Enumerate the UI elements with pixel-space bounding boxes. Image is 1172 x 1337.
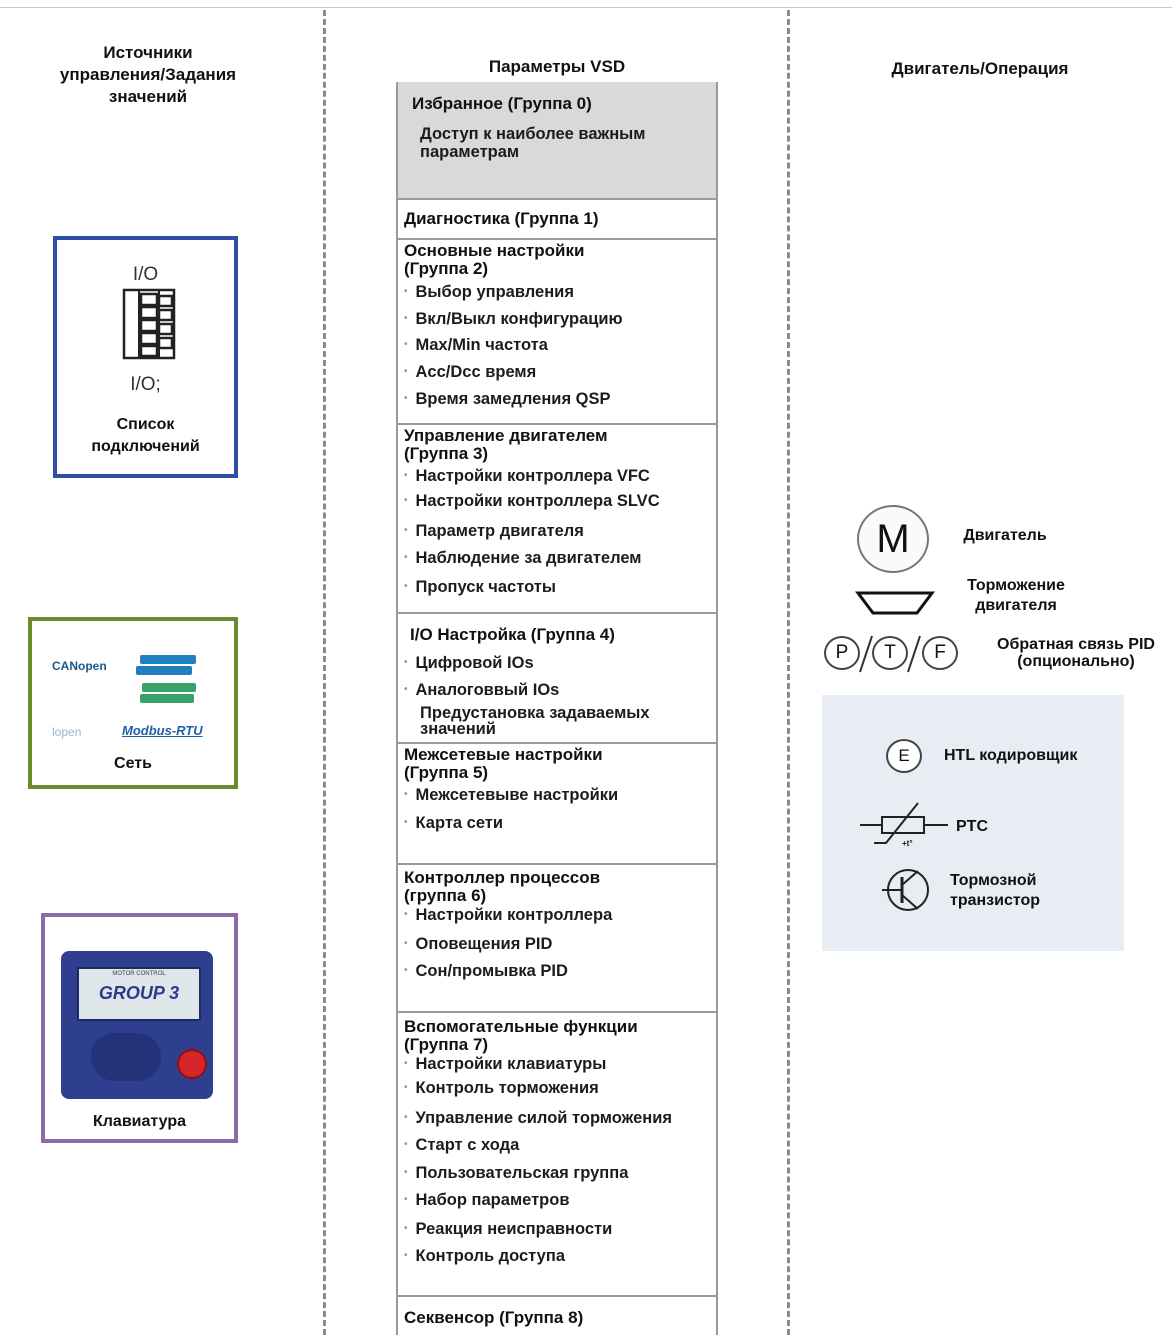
keypad-screen: MOTOR CONTROL GROUP 3	[77, 967, 201, 1021]
group-title: Секвенсор (Группа 8)	[404, 1308, 584, 1327]
group-item: •Оповещения PID	[404, 935, 553, 953]
keypad-device: MOTOR CONTROL GROUP 3	[61, 951, 213, 1099]
group-item: •Межсетевыве настройки	[404, 786, 619, 804]
io-source-box: I/O I/O; Список подключений	[53, 236, 238, 478]
keypad-screen-text: GROUP 3	[98, 983, 180, 1003]
group-item: •Реакция неисправности	[404, 1220, 613, 1238]
slash-separator-icon	[859, 635, 873, 673]
group-item: •Настройки контроллера SLVC	[404, 492, 660, 510]
group-7-auxiliary-functions: Вспомогательные функции (Группа 7) •Наст…	[398, 1013, 716, 1297]
motor-icon: M	[857, 505, 929, 573]
top-rule	[0, 7, 1172, 8]
group-5-network-settings: Межсетевые настройки (Группа 5) •Межсете…	[398, 744, 716, 865]
group-item: •Max/Min частота	[404, 336, 548, 354]
terminal-block-icon	[122, 288, 176, 360]
group-item: •Настройки контроллера	[404, 906, 613, 924]
group-item: Доступ к наиболее важным параметрам	[404, 125, 714, 161]
slash-separator-icon	[907, 635, 921, 673]
group-1-diagnostics: Диагностика (Группа 1)	[398, 200, 716, 240]
brake-label: Торможение двигателя	[967, 577, 1065, 614]
keypad-screen-small: MOTOR CONTROL	[112, 971, 166, 977]
temperature-feedback-icon: T	[872, 636, 908, 670]
encoder-label: HTL кодировщик	[944, 747, 1078, 764]
group-0-favorites: Избранное (Группа 0) Доступ к наиболее в…	[398, 82, 716, 200]
group-item: •Старт с хода	[404, 1136, 520, 1154]
parameters-column: Избранное (Группа 0) Доступ к наиболее в…	[396, 82, 718, 1335]
group-item: •Acc/Dcc время	[404, 363, 537, 381]
pid-feedback-label: Обратная связь PID (опционально)	[997, 636, 1155, 670]
motor-symbol: M	[876, 517, 910, 561]
keypad-caption: Клавиатура	[93, 1113, 186, 1130]
io-bottom-label: I/O;	[130, 374, 161, 395]
group-title: Контроллер процессов (группа 6)	[404, 868, 601, 905]
group-2-basic-settings: Основные настройки (Группа 2) •Выбор упр…	[398, 240, 716, 425]
motor-label: Двигатель	[963, 527, 1047, 544]
network-caption: Сеть	[114, 755, 152, 772]
transistor-label: Тормозной транзистор	[950, 872, 1041, 909]
group-item: •Вкл/Выкл конфигурацию	[404, 310, 623, 328]
group-item: •Настройки клавиатуры	[404, 1055, 607, 1073]
column-divider-left	[323, 10, 326, 1335]
network-modules-icon	[136, 655, 196, 703]
group-title: Управление двигателем (Группа 3)	[404, 426, 608, 463]
encoder-icon: E	[886, 739, 922, 773]
keypad-nav-buttons	[91, 1033, 161, 1081]
side-logo: lopen	[52, 725, 82, 739]
group-item: •Настройки контроллера VFC	[404, 467, 650, 485]
pressure-feedback-icon: P	[824, 636, 860, 670]
flow-feedback-icon: F	[922, 636, 958, 670]
group-item: •Наблюдение за двигателем	[404, 549, 642, 567]
group-item: •Выбор управления	[404, 283, 574, 301]
group-item: •Контроль доступа	[404, 1247, 565, 1265]
column-divider-right	[787, 10, 790, 1335]
group-title: Диагностика (Группа 1)	[404, 209, 599, 228]
group-3-motor-control: Управление двигателем (Группа 3) •Настро…	[398, 425, 716, 614]
group-6-process-controller: Контроллер процессов (группа 6) •Настрой…	[398, 865, 716, 1013]
ptc-small-label: +t°	[902, 839, 913, 848]
group-title: Избранное (Группа 0)	[412, 94, 592, 113]
group-4-io-settings: I/O Настройка (Группа 4) •Цифровой IOs •…	[398, 614, 716, 744]
group-item: •Набор параметров	[404, 1191, 570, 1209]
network-source-box: CANopen lopen Modbus-RTU Сеть	[28, 617, 238, 789]
group-item: •Пропуск частоты	[404, 578, 556, 596]
ptc-label: PTC	[956, 818, 988, 835]
group-item: Предустановка задаваемых значений	[420, 704, 650, 738]
group-item: •Аналоговвый IOs	[404, 681, 560, 699]
column-heading-parameters: Параметры VSD	[488, 57, 626, 76]
group-item: •Время замедления QSP	[404, 390, 611, 408]
ptc-thermistor-icon	[860, 802, 948, 844]
column-heading-motor: Двигатель/Операция	[891, 59, 1069, 78]
modbus-logo: Modbus-RTU	[122, 723, 203, 738]
group-item: •Пользовательская группа	[404, 1164, 629, 1182]
group-8-sequencer: Секвенсор (Группа 8)	[398, 1297, 716, 1337]
feedback-devices-panel: E HTL кодировщик +t° PTC Тормозной транз…	[822, 695, 1124, 951]
keypad-source-box: MOTOR CONTROL GROUP 3 Клавиатура	[41, 913, 238, 1143]
brake-icon	[855, 591, 935, 615]
group-title: Основные настройки (Группа 2)	[404, 241, 585, 278]
group-item-text: Доступ к наиболее важным параметрам	[420, 125, 646, 161]
group-title: Межсетевые настройки (Группа 5)	[404, 745, 603, 782]
group-title: Вспомогательные функции (Группа 7)	[404, 1017, 638, 1054]
group-item: •Цифровой IOs	[404, 654, 534, 672]
brake-transistor-icon	[882, 869, 929, 911]
group-item: •Сон/промывка PID	[404, 962, 568, 980]
group-item: •Параметр двигателя	[404, 522, 584, 540]
canopen-logo: CANopen	[52, 659, 107, 673]
column-heading-sources: Источники управления/Задания значений	[59, 43, 237, 106]
io-top-label: I/O	[132, 264, 159, 285]
io-caption: Список подключений	[91, 416, 200, 455]
group-item: •Управление силой торможения	[404, 1109, 673, 1127]
keypad-stop-button	[177, 1049, 207, 1079]
group-item: •Карта сети	[404, 814, 504, 832]
group-title: I/O Настройка (Группа 4)	[410, 625, 615, 644]
group-item: •Контроль торможения	[404, 1079, 599, 1097]
